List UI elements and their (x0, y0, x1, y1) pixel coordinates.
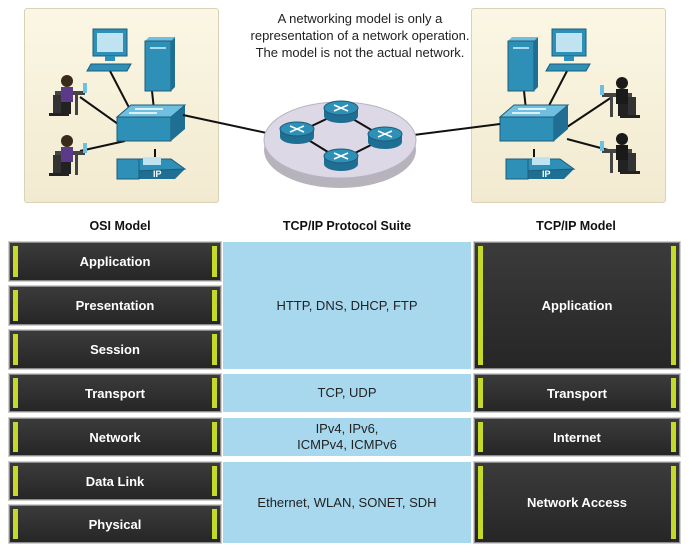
router-icon (323, 100, 359, 123)
osi-layer-label: Transport (85, 385, 145, 401)
layer-accent-right (212, 466, 217, 496)
osi-layer-label: Session (90, 342, 140, 357)
layer-accent-right (212, 509, 217, 539)
ip-phone-icon: IP (116, 157, 187, 180)
user-at-desk-icon (600, 133, 640, 174)
protocol-suite-heading: TCP/IP Protocol Suite (282, 219, 412, 233)
caption-line: A networking model is only a (277, 11, 443, 26)
tcpip-layer-application: Application (474, 242, 680, 369)
layer-accent-right (212, 290, 217, 321)
osi-layer-label: Network (89, 429, 141, 445)
user-at-desk-icon (49, 75, 87, 116)
layer-accent-right (212, 422, 217, 452)
tcpip-layer-label: Network Access (527, 495, 627, 510)
protocols-network-access: Ethernet, WLAN, SONET, SDH (223, 462, 471, 543)
osi-layer-network: Network (9, 418, 221, 456)
router-icon (323, 148, 359, 171)
tcpip-layer-network-access: Network Access (474, 462, 680, 543)
caption-line: representation of a network operation. (250, 28, 470, 43)
protocols-internet-line: ICMPv4, ICMPv6 (297, 437, 397, 452)
protocols-application-text: HTTP, DNS, DHCP, FTP (276, 297, 418, 313)
router-icon (367, 126, 403, 149)
protocols-network-access-text: Ethernet, WLAN, SONET, SDH (257, 494, 437, 510)
osi-layer-session: Session (9, 330, 221, 369)
layer-accent-left (13, 509, 18, 539)
layer-accent-left (478, 422, 483, 452)
wan-illustration (182, 100, 501, 188)
tcpip-layer-transport: Transport (474, 374, 680, 412)
layer-accent-left (13, 466, 18, 496)
layer-accent-right (212, 246, 217, 277)
caption-line: The model is not the actual network. (255, 45, 465, 60)
osi-layer-data-link: Data Link (9, 462, 221, 500)
osi-model-heading: OSI Model (89, 219, 151, 233)
protocols-transport: TCP, UDP (223, 374, 471, 412)
right-network-illustration: IP (498, 28, 640, 180)
layer-accent-left (13, 290, 18, 321)
layer-accent-left (13, 378, 18, 408)
phone-ip-label: IP (153, 169, 162, 179)
layer-accent-right (671, 422, 676, 452)
tcpip-model-heading: TCP/IP Model (536, 219, 616, 233)
osi-layer-presentation: Presentation (9, 286, 221, 325)
tcpip-layer-label: Transport (547, 385, 607, 401)
phone-ip-label: IP (542, 169, 551, 179)
layer-accent-left (13, 334, 18, 365)
layer-accent-left (478, 246, 483, 365)
router-icon (279, 121, 315, 144)
protocols-application: HTTP, DNS, DHCP, FTP (223, 242, 471, 369)
switch-icon (498, 104, 570, 142)
model-caption: A networking model is only a representat… (245, 10, 475, 61)
osi-layer-label: Data Link (85, 473, 145, 489)
osi-layer-transport: Transport (9, 374, 221, 412)
layer-accent-right (671, 246, 676, 365)
protocols-internet-line: IPv4, IPv6, (315, 421, 379, 436)
layer-accent-left (478, 466, 483, 539)
osi-layer-label: Application (79, 254, 151, 269)
osi-layer-physical: Physical (9, 505, 221, 543)
layer-accent-right (212, 334, 217, 365)
protocols-transport-text: TCP, UDP (317, 385, 377, 400)
protocols-internet: IPv4, IPv6, ICMPv4, ICMPv6 (223, 418, 471, 456)
osi-layer-application: Application (9, 242, 221, 281)
layer-accent-left (13, 422, 18, 452)
switch-icon (115, 104, 187, 142)
desktop-computer-icon (86, 28, 132, 72)
left-network-illustration: IP (49, 28, 187, 180)
user-at-desk-icon (600, 77, 640, 118)
layer-accent-left (478, 378, 483, 408)
tcpip-layer-label: Internet (553, 429, 601, 445)
user-at-desk-icon (49, 135, 87, 176)
layer-accent-right (671, 378, 676, 408)
layer-accent-left (13, 246, 18, 277)
right-network-panel: IP (471, 8, 666, 203)
layer-accent-right (212, 378, 217, 408)
tower-server-icon (144, 37, 175, 92)
desktop-computer-icon (545, 28, 591, 72)
left-network-panel: IP (24, 8, 219, 203)
tower-server-icon (507, 37, 538, 92)
osi-layer-label: Physical (88, 516, 142, 532)
tcpip-layer-internet: Internet (474, 418, 680, 456)
osi-layer-label: Presentation (75, 298, 155, 313)
layer-accent-right (671, 466, 676, 539)
ip-phone-icon: IP (505, 157, 576, 180)
tcpip-layer-label: Application (541, 298, 613, 313)
